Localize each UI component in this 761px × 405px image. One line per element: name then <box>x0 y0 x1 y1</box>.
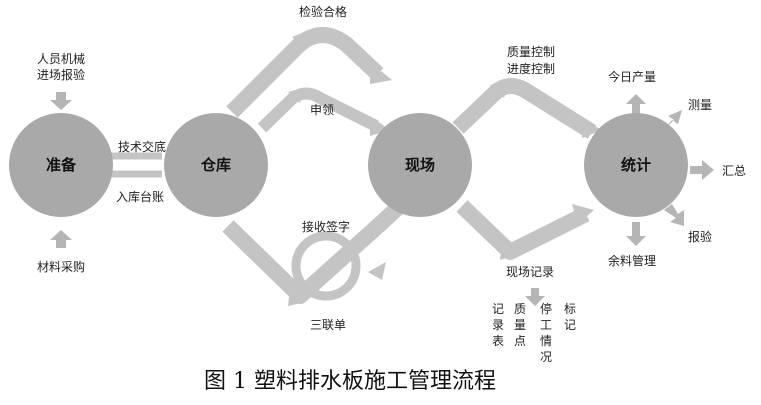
label-quality-line1: 质量控制 <box>507 45 555 59</box>
arrowhead-inspection-down <box>370 62 392 84</box>
arrowhead-records-down <box>500 242 520 260</box>
label-daily-output: 今日产量 <box>608 69 656 84</box>
arrow-report <box>664 204 684 226</box>
records-col2-text: 质量点 <box>514 302 526 348</box>
arrowhead-quality-up <box>490 80 510 98</box>
node-site <box>368 113 472 217</box>
records-col4: 标记 <box>564 302 576 332</box>
arrow-records-down <box>525 288 545 306</box>
records-col1: 记录表 <box>492 302 504 348</box>
flow-triplicate-route <box>222 196 410 304</box>
label-measure: 测量 <box>688 98 712 112</box>
label-tech-briefing: 技术交底 <box>118 139 166 154</box>
node-warehouse <box>164 113 268 217</box>
node-stats <box>584 113 688 217</box>
node-warehouse-label: 仓库 <box>200 156 231 174</box>
label-personnel-line2: 进场报验 <box>37 67 85 82</box>
arrowhead-requisition-up <box>288 88 304 103</box>
node-prep <box>9 113 113 217</box>
arrow-summary <box>690 160 714 180</box>
records-col1-text: 记录表 <box>492 302 504 348</box>
flow-inspection-route <box>226 27 384 118</box>
node-site-label: 现场 <box>405 156 435 174</box>
label-site-records: 现场记录 <box>506 265 554 279</box>
label-storage-ledger: 入库台账 <box>116 189 164 204</box>
node-stats-label: 统计 <box>621 156 651 174</box>
label-summary: 汇总 <box>722 164 746 178</box>
flow-quality-route <box>452 78 597 139</box>
arrowhead-triplicate-down <box>288 288 306 306</box>
node-prep-label: 准备 <box>46 156 77 174</box>
label-receipt-sign: 接收签字 <box>302 219 350 234</box>
receipt-loop <box>291 231 361 301</box>
arrow-surplus <box>626 222 646 246</box>
arrow-materials-up <box>50 230 72 248</box>
arrow-daily-output <box>626 94 646 118</box>
label-quality-line2: 进度控制 <box>507 61 555 76</box>
arrowhead-records-up <box>572 204 594 224</box>
label-inspection-passed: 检验合格 <box>299 4 347 19</box>
label-surplus: 余料管理 <box>608 253 656 268</box>
label-personnel-line1: 人员机械 <box>37 51 85 66</box>
flow-records-route <box>456 200 590 260</box>
arrow-personnel-down <box>50 92 72 110</box>
records-col4-text: 标记 <box>564 302 576 332</box>
records-col3: 停工情况 <box>540 301 552 364</box>
arrowhead-quality-down <box>580 118 602 138</box>
label-triplicate: 三联单 <box>310 318 346 332</box>
figure-caption: 图 1 塑料排水板施工管理流程 <box>204 369 496 394</box>
records-col2: 质量点 <box>514 302 526 348</box>
arrowhead-inspection-up <box>292 30 310 49</box>
label-requisition: 申领 <box>310 103 334 117</box>
records-col3-text: 停工情况 <box>540 301 552 364</box>
arrowhead-triplicate-up <box>368 262 386 280</box>
label-report: 报验 <box>688 229 712 244</box>
flow-requisition-route <box>257 87 379 133</box>
label-materials: 材料采购 <box>37 259 85 274</box>
